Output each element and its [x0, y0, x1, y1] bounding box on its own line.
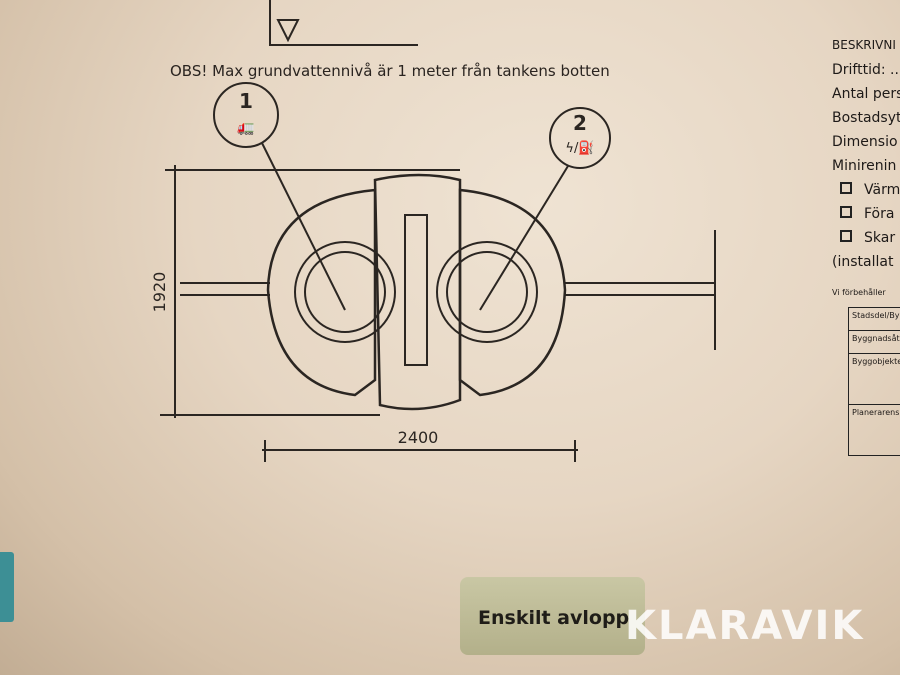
water-level-icon	[276, 19, 300, 43]
panel-title: BESKRIVNI	[832, 38, 896, 52]
field-label: Antal pers	[832, 86, 900, 102]
checkbox[interactable]	[840, 206, 852, 218]
checkbox[interactable]	[840, 182, 852, 194]
dimension-height: 1920	[150, 272, 169, 313]
enskilt-avlopp-label: Enskilt avlopp	[460, 577, 645, 655]
ground-line	[269, 0, 418, 46]
checkbox-item: Föra	[832, 202, 900, 226]
field-label: Drifttid: ...	[832, 62, 900, 78]
field-label: Minirenin	[832, 158, 897, 174]
table-cell: Stadsdel/By	[848, 307, 900, 331]
description-panel: BESKRIVNI Drifttid: ... Antal pers Bosta…	[832, 38, 900, 456]
table-cell: Planerarens	[848, 404, 900, 456]
info-table: Stadsdel/By Byggnadsåtg Byggobjekte Plan…	[848, 307, 900, 456]
callout-2-circle	[549, 107, 611, 169]
watermark-logo: KLARAVIK	[625, 603, 865, 649]
side-tab	[0, 552, 14, 622]
groundwater-notice: OBS! Max grundvattennivå är 1 meter från…	[170, 62, 610, 80]
tanker-truck-icon: 🚛	[237, 120, 254, 136]
field-label: Bostadsyt	[832, 110, 900, 126]
electricity-and-chemical-icon: ϟ/⛽	[565, 140, 594, 156]
reservation-note: Vi förbehåller	[832, 288, 886, 297]
checkbox-item: Värm	[832, 178, 900, 202]
callout-1: 1	[239, 89, 253, 113]
install-note: (installat	[832, 254, 894, 270]
dimension-width: 2400	[398, 428, 439, 447]
table-cell: Byggnadsåtg	[848, 330, 900, 354]
callout-2: 2	[573, 111, 587, 135]
checkbox-item: Skar	[832, 226, 900, 250]
checkbox[interactable]	[840, 230, 852, 242]
table-cell: Byggobjekte	[848, 353, 900, 405]
field-label: Dimensio	[832, 134, 898, 150]
callout-1-circle	[213, 82, 279, 148]
